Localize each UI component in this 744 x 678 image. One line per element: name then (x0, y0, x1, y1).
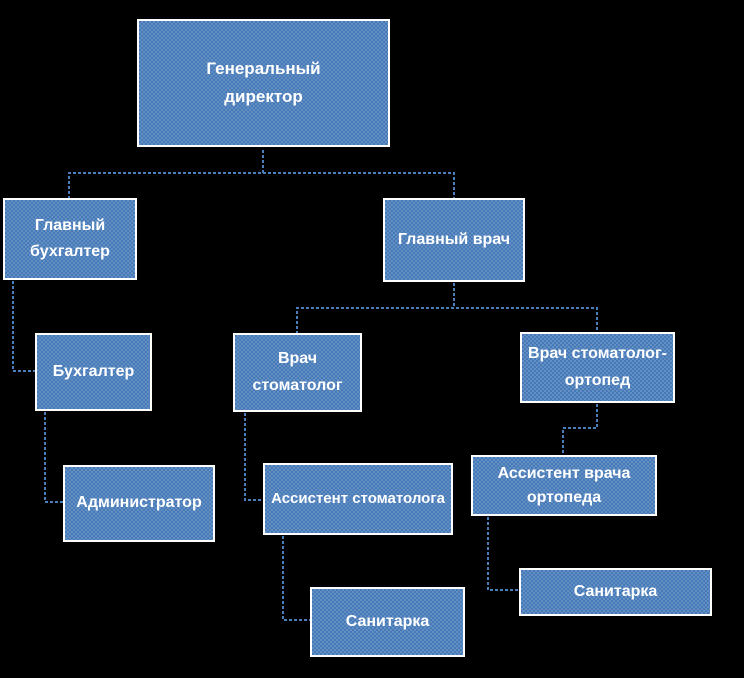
org-node-chief-accountant[interactable]: Главный бухгалтер (3, 198, 137, 280)
org-node-label: Главный бухгалтер (30, 216, 110, 260)
connector-accountant-to-administrator (44, 412, 63, 503)
connector-assistant-to-orderly-left (282, 536, 310, 621)
org-node-label: Санитарка (345, 612, 430, 630)
org-node-label: Генеральный директор (206, 58, 321, 106)
org-node-label: Администратор (76, 494, 202, 512)
connector-chief-accountant-to-accountant (12, 281, 35, 372)
org-node-dentist-assistant[interactable]: Ассистент стоматолога (263, 463, 453, 535)
org-node-chief-physician[interactable]: Главный врач (383, 198, 525, 282)
org-node-orderly-right[interactable]: Санитарка (519, 568, 712, 616)
org-node-administrator[interactable]: Администратор (63, 465, 215, 542)
org-node-general-director[interactable]: Генеральный директор (137, 19, 390, 147)
org-node-label: Врач стоматолог (252, 350, 343, 394)
connector-orthopedic-dentist-to-assistant (562, 404, 598, 456)
connector-dentist-to-assistant (244, 413, 263, 501)
connector-director-to-level2 (68, 150, 455, 199)
org-node-orthopedist-assistant[interactable]: Ассистент врача ортопеда (471, 455, 657, 516)
org-node-accountant[interactable]: Бухгалтер (35, 333, 152, 411)
org-node-label: Бухгалтер (52, 362, 135, 380)
org-node-label: Ассистент врача ортопеда (497, 465, 631, 506)
org-node-dentist[interactable]: Врач стоматолог (233, 333, 362, 412)
org-node-label: Врач стоматолог- ортопед (528, 345, 667, 389)
connector-chief-physician-to-doctors (296, 283, 598, 334)
connector-assistant-to-orderly-right (487, 517, 519, 591)
org-node-orthopedic-dentist[interactable]: Врач стоматолог- ортопед (520, 332, 675, 403)
org-node-label: Санитарка (573, 582, 658, 600)
org-node-orderly-left[interactable]: Санитарка (310, 587, 465, 657)
org-node-label: Ассистент стоматолога (271, 489, 445, 507)
org-node-label: Главный врач (397, 230, 511, 248)
